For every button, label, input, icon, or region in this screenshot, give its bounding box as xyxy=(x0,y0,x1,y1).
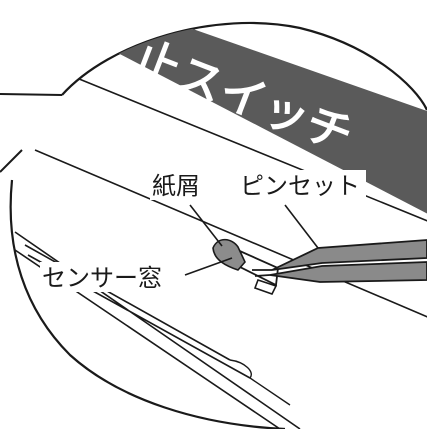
callout-pointer xyxy=(0,93,63,173)
switch-label-banner xyxy=(112,22,427,215)
paper-scrap-label-bg xyxy=(150,170,208,200)
paper-scrap-leader xyxy=(189,204,223,247)
tweezers-leader xyxy=(284,204,319,249)
device-edge-lines xyxy=(14,71,427,429)
sensor-window-label-bg xyxy=(40,262,182,292)
paper-scrap-label: 紙屑 xyxy=(152,172,200,200)
tweezers-label: ピンセット xyxy=(240,172,360,200)
lower-slot xyxy=(229,359,291,406)
paper-scrap xyxy=(212,238,246,271)
tweezers-label-bg xyxy=(240,170,366,200)
sensor-window-tab xyxy=(253,278,278,295)
magnifier-outline xyxy=(9,21,427,429)
sensor-window-leader xyxy=(184,257,233,276)
sensor-window-label: センサー窓 xyxy=(42,264,162,292)
tweezers xyxy=(252,239,427,283)
